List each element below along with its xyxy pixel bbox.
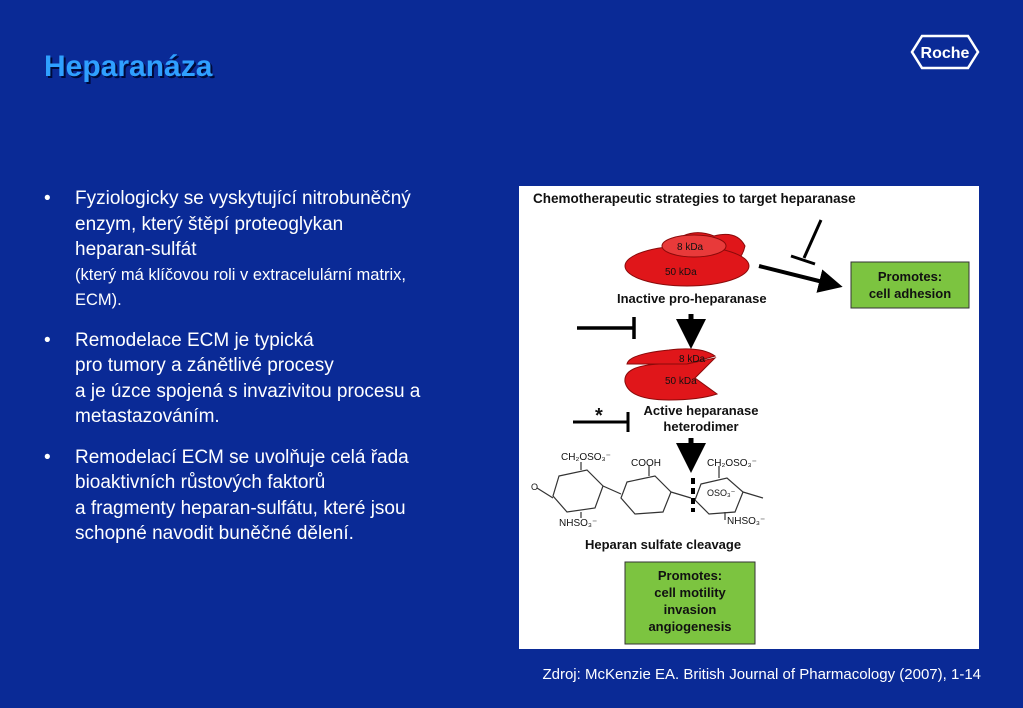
bullet-line: metastazováním.: [75, 406, 220, 427]
bullet-item: Remodelace ECM je typická pro tumory a z…: [44, 328, 509, 430]
bullet-line: heparan-sulfát: [75, 239, 197, 260]
bullet-line: schopné navodit buněčné dělení.: [75, 523, 354, 544]
chem-nhso3-right: NHSO₃⁻: [727, 516, 765, 527]
chem-o: O: [531, 482, 538, 492]
bullet-line: Remodelací ECM se uvolňuje celá řada: [75, 446, 409, 468]
active-label-2: heterodimer: [663, 419, 738, 434]
promotes-motility-box: [624, 561, 756, 645]
heparan-sulfate-structure: [536, 462, 764, 520]
source-citation: Zdroj: McKenzie EA. British Journal of P…: [542, 666, 981, 683]
active-label-1: Active heparanase: [644, 403, 759, 418]
bullet-note: ECM).: [75, 290, 122, 309]
promotes-motility-line4: angiogenesis: [648, 619, 731, 634]
asterisk-label: *: [595, 405, 603, 427]
inhibition-line-top: [802, 219, 823, 259]
heparanase-diagram: Chemotherapeutic strategies to target he…: [519, 186, 979, 649]
bullet-item: Fyziologicky se vyskytující nitrobuněčný…: [44, 186, 509, 313]
chem-oso3: OSO₃⁻: [707, 488, 736, 498]
chem-cooh: COOH: [631, 458, 661, 469]
promotes-motility-line2: cell motility: [654, 585, 726, 600]
chem-ch2oso3-right: CH₂OSO₃⁻: [707, 458, 757, 469]
slide-title: Heparanáza: [44, 50, 213, 83]
bullet-note: (který má klíčovou roli v extracelulární…: [75, 265, 407, 284]
active-enzyme-shape: [624, 348, 719, 401]
arrow-to-adhesion: [758, 264, 843, 293]
inhibition-bar-top: [790, 254, 816, 266]
bullet-line: Remodelace ECM je typická: [75, 329, 314, 351]
kda8-label-bottom: 8 kDa: [679, 354, 706, 365]
promotes-adhesion-line1: Promotes:: [878, 269, 942, 284]
bullet-line: enzym, který štěpí proteoglykan: [75, 213, 344, 235]
bullet-line: a fragmenty heparan-sulfátu, které jsou: [75, 497, 406, 519]
kda8-label-top: 8 kDa: [677, 242, 704, 253]
promotes-adhesion-line2: cell adhesion: [869, 286, 951, 301]
chem-nhso3-left: NHSO₃⁻: [559, 518, 597, 529]
roche-logo: Roche: [910, 34, 980, 70]
bullet-line: Fyziologicky se vyskytující nitrobuněčný: [75, 188, 411, 209]
bullet-line: pro tumory a zánětlivé procesy: [75, 355, 334, 376]
inactive-enzyme-shape: [624, 232, 750, 287]
promotes-motility-line1: Promotes:: [658, 568, 722, 583]
kda50-label-top: 50 kDa: [665, 267, 697, 278]
promotes-adhesion-box: [850, 261, 970, 309]
promotes-motility-line3: invasion: [664, 602, 717, 617]
bullet-list: Fyziologicky se vyskytující nitrobuněčný…: [44, 186, 509, 562]
bullet-line: bioaktivních růstových faktorů: [75, 472, 326, 493]
cleavage-label: Heparan sulfate cleavage: [585, 537, 741, 552]
bullet-line: a je úzce spojená s invazivitou procesu …: [75, 380, 421, 402]
kda50-label-bottom: 50 kDa: [665, 376, 697, 387]
figure-title: Chemotherapeutic strategies to target he…: [533, 191, 856, 206]
roche-logo-text: Roche: [921, 45, 970, 62]
bullet-item: Remodelací ECM se uvolňuje celá řada bio…: [44, 445, 509, 547]
inactive-label: Inactive pro-heparanase: [617, 291, 767, 306]
chem-ch2oso3-left: CH₂OSO₃⁻: [561, 452, 611, 463]
